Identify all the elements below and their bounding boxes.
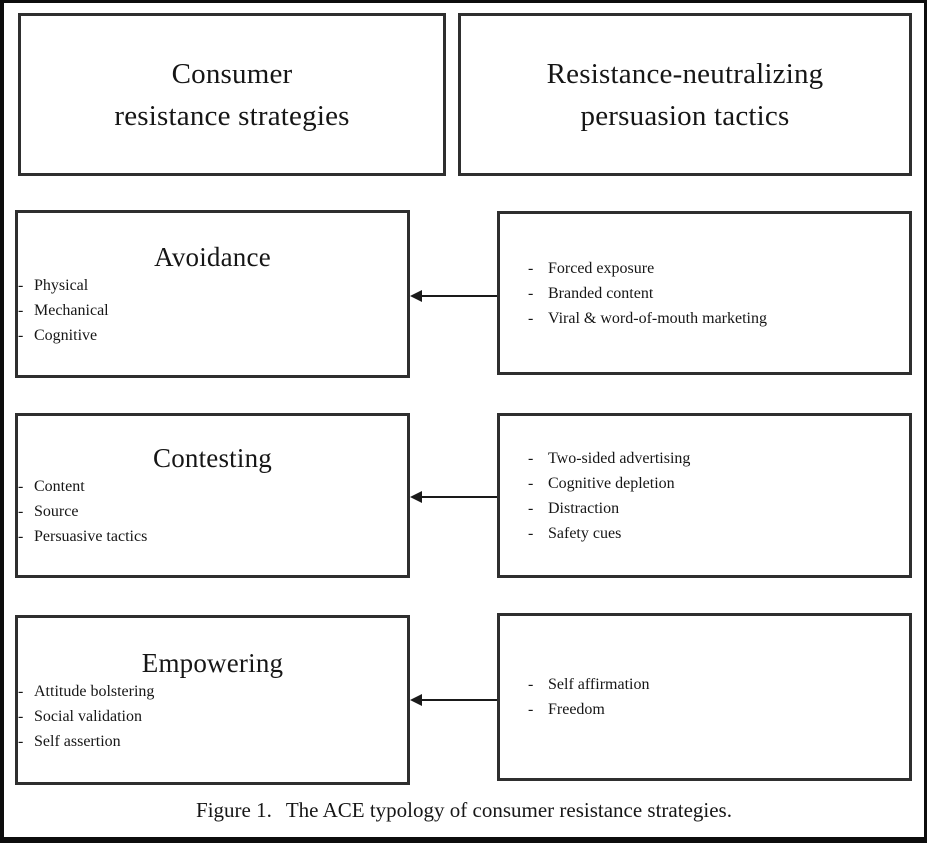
arrow-shaft xyxy=(422,496,497,498)
strategy-box-avoidance: Avoidance -Physical -Mechanical -Cogniti… xyxy=(15,210,410,378)
list-item: -Cognitive depletion xyxy=(528,471,690,496)
dash-bullet: - xyxy=(528,284,534,302)
arrow-shaft xyxy=(422,699,497,701)
list-item: -Forced exposure xyxy=(528,256,767,281)
arrow-row-contesting xyxy=(410,491,497,503)
header-title-strategies: Consumer resistance strategies xyxy=(114,57,350,132)
dash-bullet: - xyxy=(18,478,24,495)
list-item: -Freedom xyxy=(528,697,649,722)
tactics-list-empowering: -Self affirmation -Freedom xyxy=(528,672,649,722)
dash-bullet: - xyxy=(18,682,24,700)
dash-bullet: - xyxy=(18,276,24,294)
tactics-box-avoidance: -Forced exposure -Branded content -Viral… xyxy=(497,211,912,375)
strategy-box-empowering: Empowering -Attitude bolstering -Social … xyxy=(15,615,410,785)
header-box-consumer-resistance-strategies: Consumer resistance strategies xyxy=(18,13,446,176)
tactics-box-contesting: -Two-sided advertising -Cognitive deplet… xyxy=(497,413,912,578)
figure-caption: Figure 1. The ACE typology of consumer re… xyxy=(4,798,924,823)
arrow-left-icon xyxy=(410,694,422,706)
list-item-label: Self affirmation xyxy=(548,676,650,693)
list-item-label: Branded content xyxy=(548,284,654,302)
tactics-list-contesting: -Two-sided advertising -Cognitive deplet… xyxy=(528,446,690,546)
figure-caption-label: Figure 1. xyxy=(196,798,272,822)
list-item: -Content xyxy=(18,474,147,499)
list-item: -Self affirmation xyxy=(528,672,649,697)
arrow-shaft xyxy=(422,295,497,297)
arrow-left-icon xyxy=(410,290,422,302)
list-item-label: Freedom xyxy=(548,701,605,718)
list-item-label: Cognitive xyxy=(34,326,98,344)
dash-bullet: - xyxy=(528,499,534,517)
strategy-title-contesting: Contesting xyxy=(152,443,272,473)
dash-bullet: - xyxy=(18,301,24,319)
tactics-box-empowering: -Self affirmation -Freedom xyxy=(497,613,912,781)
list-item-label: Physical xyxy=(34,276,89,294)
arrow-row-empowering xyxy=(410,694,497,706)
dash-bullet: - xyxy=(528,449,534,467)
dash-bullet: - xyxy=(528,259,534,277)
list-item-label: Two-sided advertising xyxy=(548,449,691,467)
list-item-label: Distraction xyxy=(548,499,620,517)
list-item: -Persuasive tactics xyxy=(18,524,147,549)
strategy-title-avoidance: Avoidance xyxy=(154,241,271,272)
strategy-list-avoidance: -Physical -Mechanical -Cognitive xyxy=(18,273,109,348)
list-item-label: Forced exposure xyxy=(548,259,655,277)
strategy-title-empowering: Empowering xyxy=(141,647,284,678)
list-item: -Mechanical xyxy=(18,298,109,323)
dash-bullet: - xyxy=(528,676,534,693)
list-item: -Physical xyxy=(18,273,109,298)
dash-bullet: - xyxy=(18,528,24,545)
strategy-list-empowering: -Attitude bolstering -Social validation … xyxy=(18,679,154,754)
strategy-box-contesting: Contesting -Content -Source -Persuasive … xyxy=(15,413,410,578)
list-item: -Safety cues xyxy=(528,521,690,546)
list-item-label: Source xyxy=(34,503,79,520)
dash-bullet: - xyxy=(18,503,24,520)
header-box-resistance-neutralizing-tactics: Resistance-neutralizing persuasion tacti… xyxy=(458,13,912,176)
arrow-row-avoidance xyxy=(410,290,497,302)
dash-bullet: - xyxy=(18,732,24,750)
list-item-label: Viral & word-of-mouth marketing xyxy=(548,309,767,327)
list-item-label: Social validation xyxy=(34,707,142,725)
dash-bullet: - xyxy=(528,474,534,492)
list-item: -Attitude bolstering xyxy=(18,679,154,704)
tactics-list-avoidance: -Forced exposure -Branded content -Viral… xyxy=(528,256,767,331)
dash-bullet: - xyxy=(528,701,534,718)
list-item: -Two-sided advertising xyxy=(528,446,690,471)
list-item-label: Persuasive tactics xyxy=(34,528,148,545)
list-item: -Viral & word-of-mouth marketing xyxy=(528,306,767,331)
list-item: -Social validation xyxy=(18,704,154,729)
list-item-label: Attitude bolstering xyxy=(34,682,155,700)
header-title-tactics: Resistance-neutralizing persuasion tacti… xyxy=(546,57,824,132)
list-item: -Distraction xyxy=(528,496,690,521)
strategy-list-contesting: -Content -Source -Persuasive tactics xyxy=(18,474,147,549)
dash-bullet: - xyxy=(528,309,534,327)
list-item-label: Self assertion xyxy=(34,732,121,750)
dash-bullet: - xyxy=(18,707,24,725)
list-item: -Source xyxy=(18,499,147,524)
list-item: -Self assertion xyxy=(18,729,154,754)
dash-bullet: - xyxy=(528,524,534,542)
list-item-label: Safety cues xyxy=(548,524,622,542)
dash-bullet: - xyxy=(18,326,24,344)
arrow-left-icon xyxy=(410,491,422,503)
list-item-label: Content xyxy=(34,478,85,495)
list-item: -Cognitive xyxy=(18,323,109,348)
list-item-label: Mechanical xyxy=(34,301,109,319)
list-item: -Branded content xyxy=(528,281,767,306)
figure-caption-text: The ACE typology of consumer resistance … xyxy=(285,798,732,822)
list-item-label: Cognitive depletion xyxy=(548,474,675,492)
